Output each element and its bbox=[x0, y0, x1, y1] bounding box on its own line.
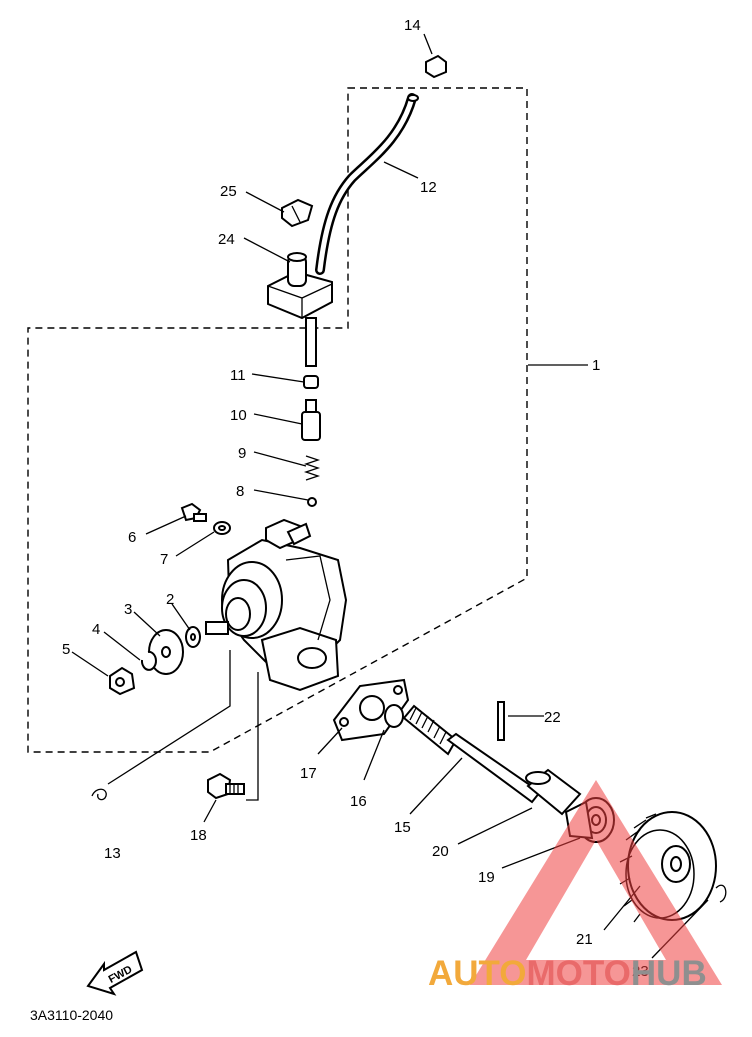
part-13-clip bbox=[91, 788, 107, 801]
part-7-washer bbox=[213, 521, 231, 535]
part-14-cap bbox=[425, 54, 447, 79]
part-6-screw bbox=[180, 502, 207, 522]
watermark-auto: AUTO bbox=[428, 954, 527, 993]
callout-16: 16 bbox=[350, 793, 367, 810]
part-8-ball bbox=[307, 497, 317, 507]
part-2-washer bbox=[185, 626, 201, 648]
callout-19: 19 bbox=[478, 869, 495, 886]
callout-24: 24 bbox=[218, 231, 235, 248]
callout-12: 12 bbox=[420, 179, 437, 196]
callout-13: 13 bbox=[104, 845, 121, 862]
part-10-check-valve bbox=[301, 399, 321, 441]
callout-18: 18 bbox=[190, 827, 207, 844]
callout-22: 22 bbox=[544, 709, 561, 726]
fwd-arrow: FWD bbox=[86, 950, 144, 996]
part-25-clip bbox=[281, 198, 314, 228]
watermark-logo: AUTOMOTOHUB bbox=[428, 780, 722, 993]
part-9-spring bbox=[303, 455, 321, 481]
part-24-junction-block bbox=[267, 252, 333, 367]
callout-9: 9 bbox=[238, 445, 246, 462]
callout-7: 7 bbox=[160, 551, 168, 568]
part-22-pin bbox=[497, 701, 505, 741]
callout-15: 15 bbox=[394, 819, 411, 836]
part-20-collar bbox=[525, 768, 582, 816]
diagram-code: 3A3110-2040 bbox=[30, 1007, 113, 1023]
callout-3: 3 bbox=[124, 601, 132, 618]
part-15-drive-shaft bbox=[402, 704, 542, 804]
callout-5: 5 bbox=[62, 641, 70, 658]
callout-10: 10 bbox=[230, 407, 247, 424]
assembly-boundary bbox=[27, 87, 528, 753]
callout-21: 21 bbox=[576, 931, 593, 948]
part-16-o-ring bbox=[384, 704, 404, 728]
callout-25: 25 bbox=[220, 183, 237, 200]
callout-6: 6 bbox=[128, 529, 136, 546]
callout-8: 8 bbox=[236, 483, 244, 500]
oil-pump-body bbox=[205, 518, 348, 692]
watermark-moto: MOTO bbox=[527, 954, 631, 993]
callout-20: 20 bbox=[432, 843, 449, 860]
part-11-seat bbox=[303, 375, 319, 389]
callout-1: 1 bbox=[592, 357, 600, 374]
callout-2: 2 bbox=[166, 591, 174, 608]
watermark-triangle bbox=[470, 780, 722, 985]
callout-11: 11 bbox=[230, 367, 246, 384]
callouts: 1 2 3 4 5 6 7 8 9 10 11 12 13 14 15 16 1… bbox=[62, 17, 649, 980]
part-4-lock-washer bbox=[140, 650, 157, 671]
callout-4: 4 bbox=[92, 621, 100, 638]
callout-14: 14 bbox=[404, 17, 421, 34]
callout-17: 17 bbox=[300, 765, 317, 782]
watermark-hub: HUB bbox=[631, 954, 707, 993]
part-23-circlip bbox=[715, 884, 727, 903]
svg-text:AUTOMOTOHUB: AUTOMOTOHUB bbox=[428, 954, 707, 993]
part-12-delivery-pipe bbox=[315, 93, 419, 275]
part-5-nut bbox=[109, 666, 136, 696]
part-18-bolt bbox=[207, 772, 245, 800]
